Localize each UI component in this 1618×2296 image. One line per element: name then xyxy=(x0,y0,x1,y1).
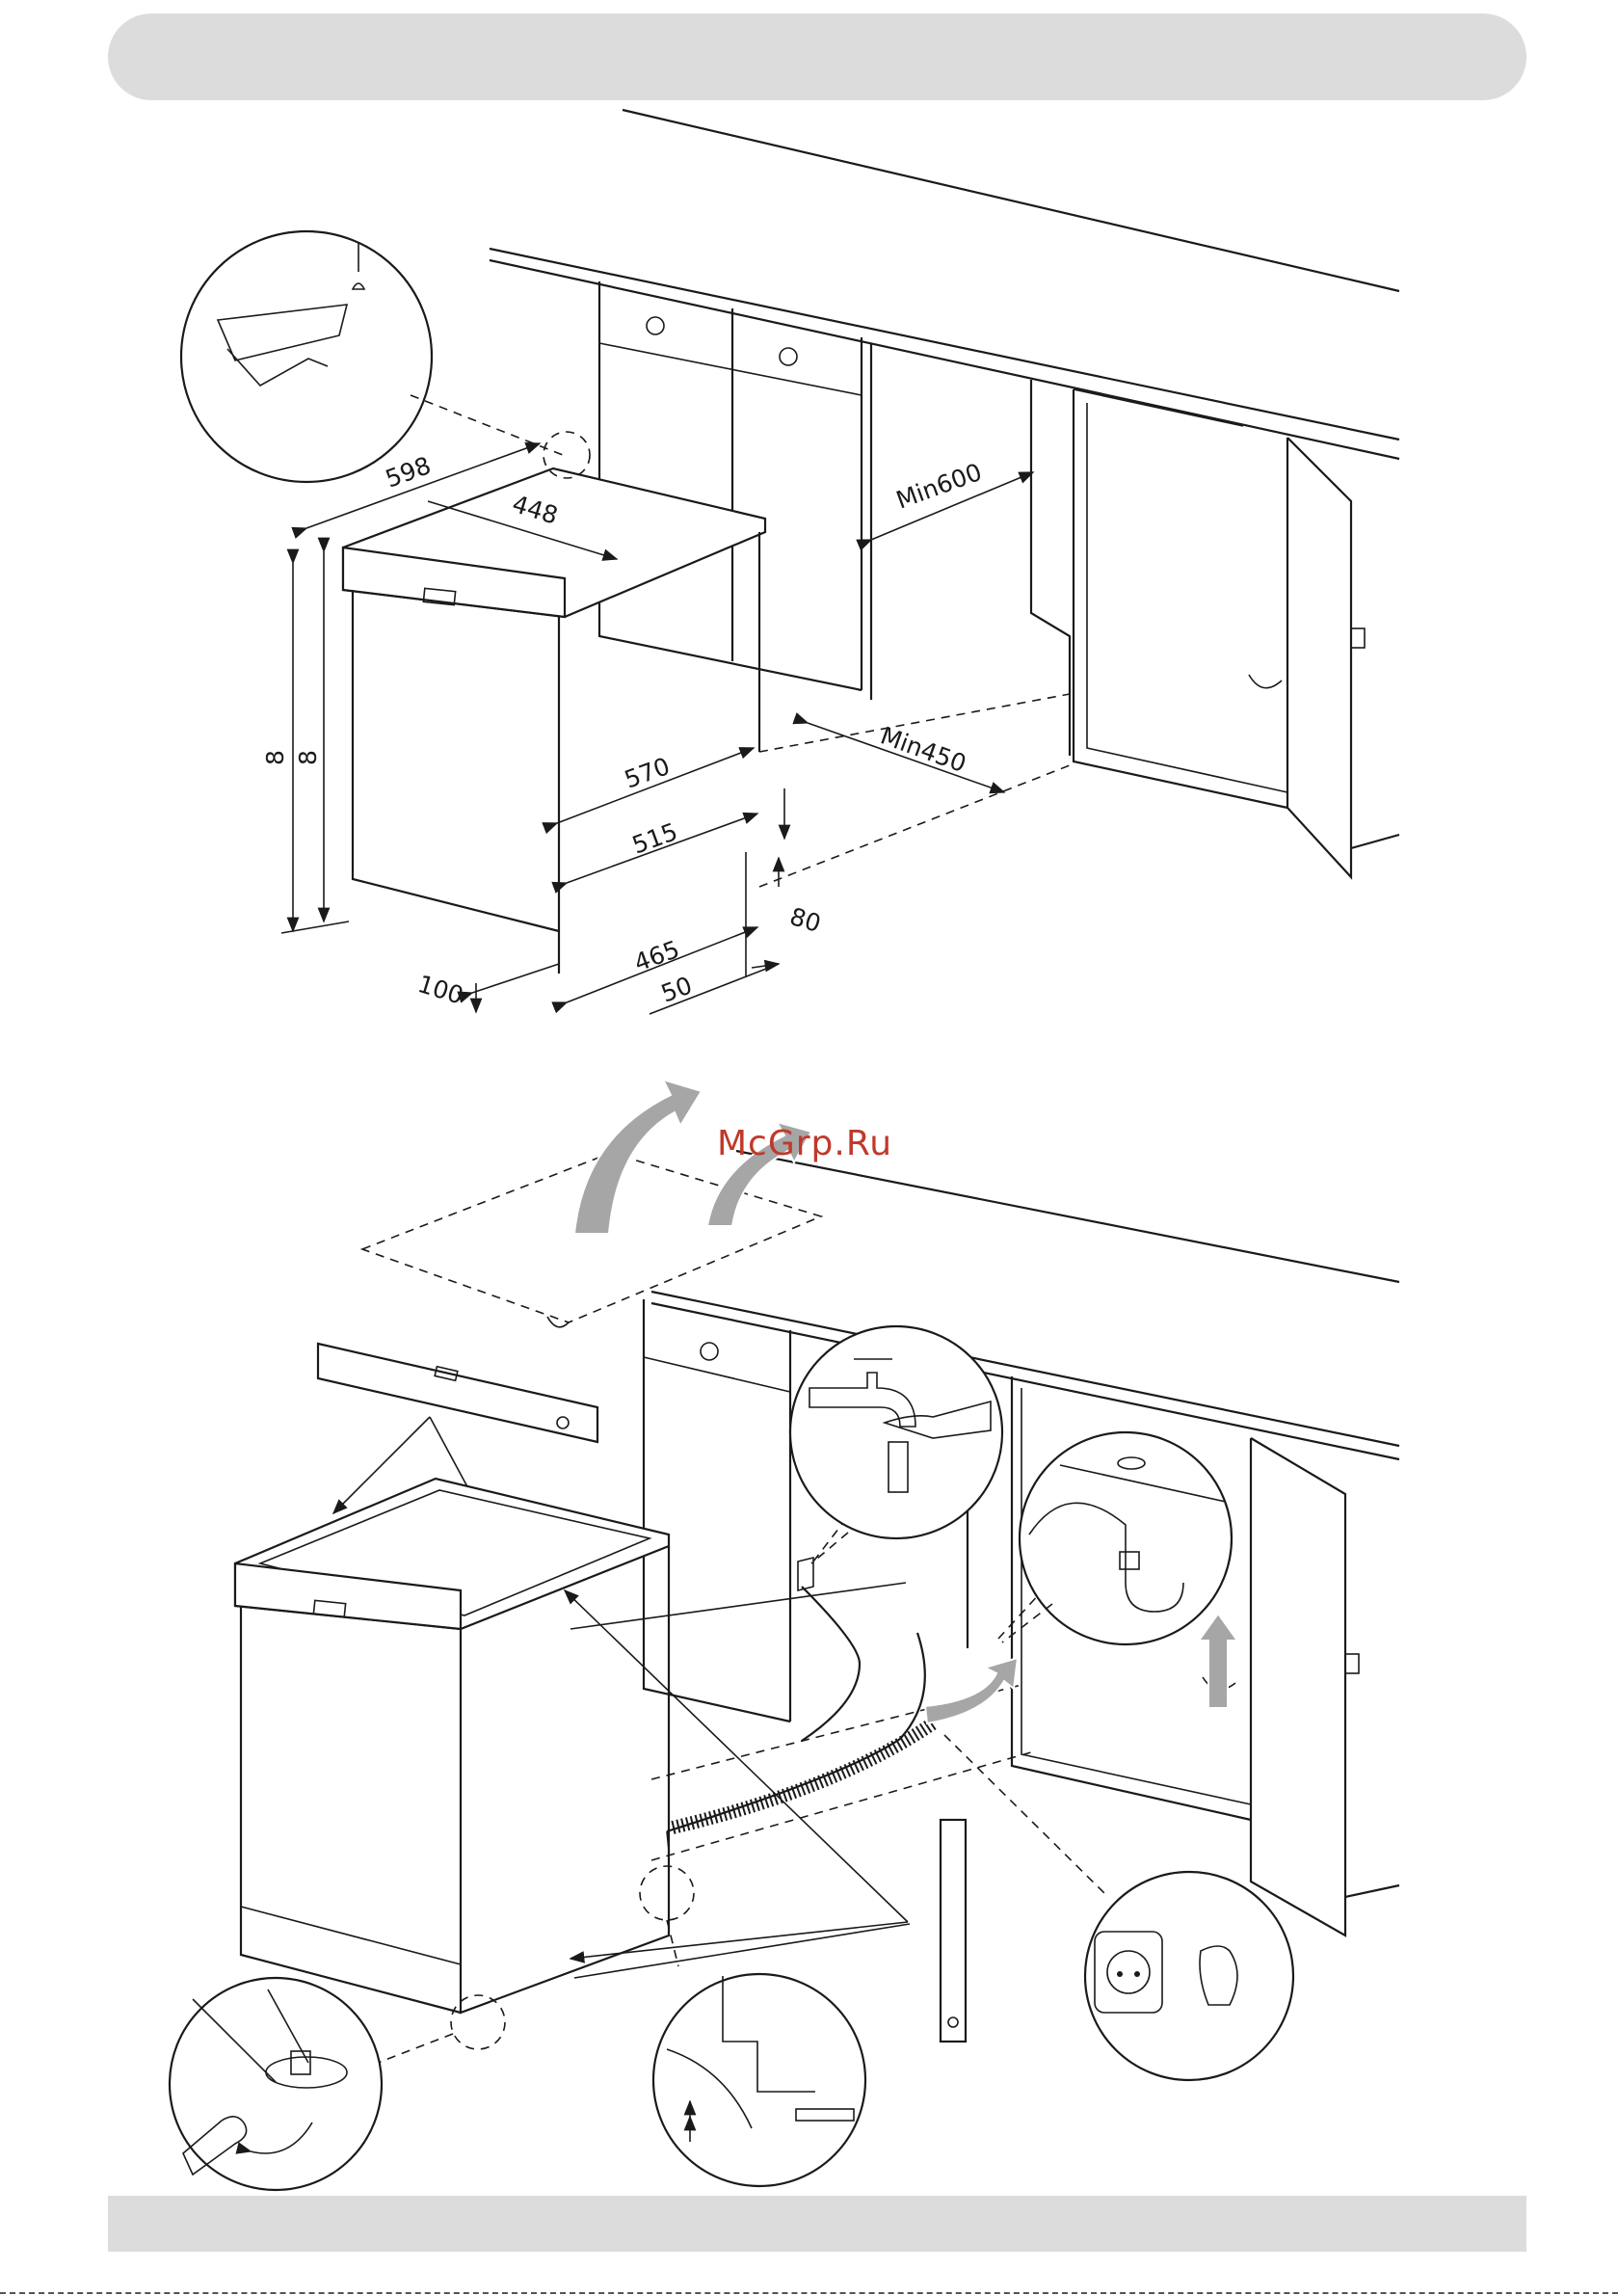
zoom-water-tap xyxy=(790,1326,1002,1563)
footer-bar xyxy=(108,2196,1526,2252)
lift-worktop-arrow xyxy=(574,1080,702,1234)
drain-up-arrow xyxy=(1199,1614,1237,1708)
dim-80: 80 xyxy=(786,902,824,938)
dim-height-inner: 8 xyxy=(294,750,322,765)
zoom-siphon xyxy=(1002,1432,1232,1644)
watermark-text: McGrp.Ru xyxy=(717,1124,892,1163)
zoom-power-socket xyxy=(1085,1872,1293,2080)
hose-push-arrow xyxy=(925,1658,1018,1723)
dim-min450: Min450 xyxy=(877,721,969,778)
dim-50: 50 xyxy=(657,972,696,1008)
dim-100: 100 xyxy=(414,970,466,1010)
dim-515: 515 xyxy=(628,817,681,860)
dim-min600: Min600 xyxy=(892,458,985,515)
zoom-plinth xyxy=(653,1974,865,2186)
dim-570: 570 xyxy=(621,752,674,794)
page-cut-line xyxy=(0,2292,1618,2294)
hoses xyxy=(667,1504,933,1831)
zoom-leveling-foot xyxy=(170,1978,382,2190)
dishwasher-upper xyxy=(343,468,765,974)
dim-465: 465 xyxy=(630,935,683,977)
dim-598: 598 xyxy=(382,451,435,494)
dim-height-outer: 8 xyxy=(261,750,289,765)
